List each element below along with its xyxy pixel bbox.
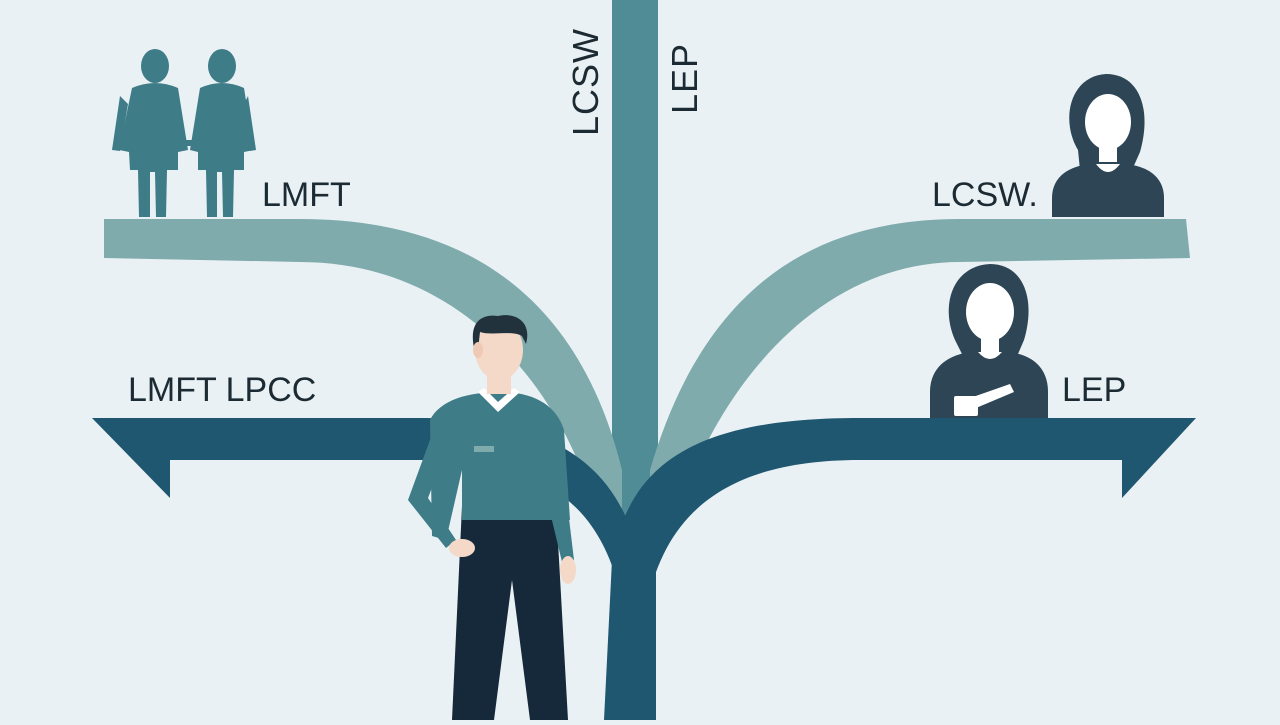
label-lmft-lpcc: LMFT LPCC: [128, 371, 316, 409]
upper-right-branch: [650, 219, 1190, 535]
vertical-label-lep: LEP: [664, 43, 705, 114]
woman-avatar-icon-upper: [1052, 74, 1164, 217]
central-stem: [612, 540, 656, 720]
upper-left-branch: [104, 219, 622, 535]
label-lcsw-right: LCSW.: [932, 176, 1038, 214]
label-lmft: LMFT: [262, 176, 351, 214]
lower-left-arrow: [92, 418, 650, 720]
label-lep-right: LEP: [1062, 371, 1126, 409]
couple-icon: [112, 49, 256, 217]
woman-avatar-icon-lower: [930, 264, 1048, 418]
standing-man-icon: [408, 315, 576, 720]
vertical-label-lcsw: LCSW: [565, 28, 606, 136]
lower-right-arrow: [604, 418, 1196, 720]
